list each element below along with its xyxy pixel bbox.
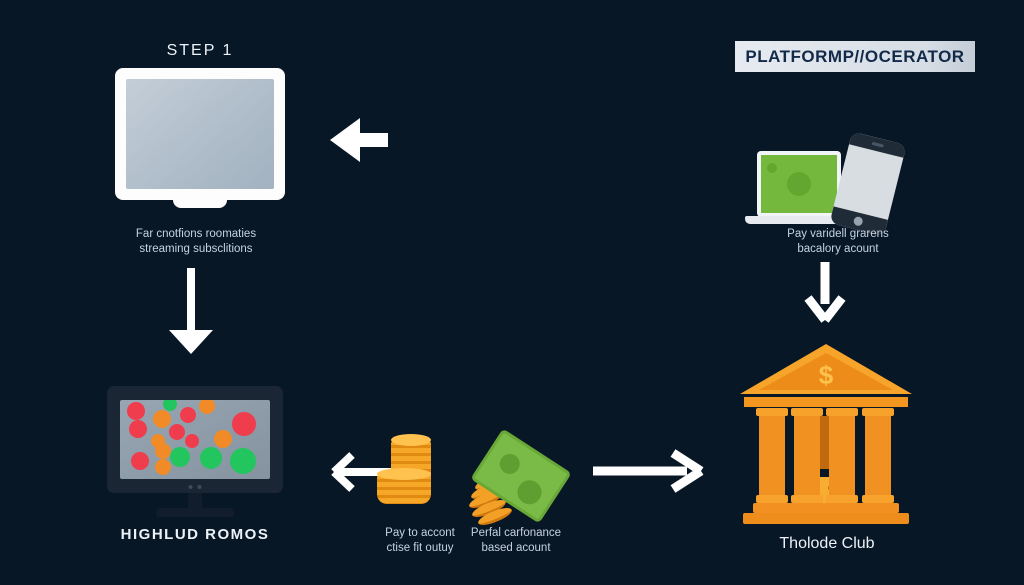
coin-stack-icon [377, 434, 439, 506]
bubble-dot [200, 447, 222, 469]
monitor-icon [115, 68, 285, 208]
bubble-dot [214, 430, 232, 448]
bubble-dot [155, 459, 171, 475]
platform-caption: Pay varidell grarens bacalory acount [756, 227, 920, 257]
smartphone-icon [829, 131, 907, 237]
cash-bundle-icon [458, 424, 573, 529]
bank-icon: $ [740, 344, 912, 524]
bank-label: Tholode Club [779, 535, 875, 552]
phone-speaker-slot [871, 141, 884, 148]
coins-caption-line2: ctise fit outuy [386, 542, 454, 555]
step1-label: STEP 1 [166, 42, 234, 59]
bubble-chart-monitor-icon [107, 386, 283, 493]
arrow-down-icon [169, 268, 213, 354]
bubble-screen [120, 400, 270, 479]
coins-caption-line1: Pay to accont [385, 527, 455, 539]
laptop-base [745, 216, 849, 224]
device-caption: Far cnotfions roomaties streaming subscl… [98, 227, 294, 257]
arrow-left-icon [330, 118, 388, 162]
laptop-money-icon [745, 131, 913, 237]
bubble-dot [153, 410, 171, 428]
coin-stack-front [377, 468, 431, 504]
bubble-dot [129, 420, 147, 438]
cash-caption-line1: Perfal carfonance [470, 527, 562, 539]
banknote-circle [495, 450, 524, 478]
bubble-dot [163, 400, 177, 411]
device-caption-line2: streaming subsclitions [139, 243, 253, 256]
bubble-dot [180, 407, 196, 423]
banknote-circle [512, 475, 547, 509]
bubble-dot [230, 448, 256, 474]
phone-home-button [852, 215, 864, 227]
bubble-dot [131, 452, 149, 470]
bank-dollar-sign: $ [819, 360, 834, 390]
bubble-dot [232, 412, 256, 436]
monitor-stand-neck [188, 493, 202, 510]
device-caption-line1: Far cnotfions roomaties [135, 228, 257, 240]
arrow-right-icon [593, 449, 704, 493]
monitor-screen [126, 79, 274, 189]
phone-earpiece-bar [849, 131, 907, 158]
cash-caption-line2: based acount [481, 542, 551, 555]
laptop-screen [757, 151, 841, 217]
platform-operator-label: PLATFORMP//OCERATOR [735, 41, 975, 72]
bubble-dot [127, 402, 145, 420]
monitor-bezel-dots [188, 485, 202, 489]
bubble-dot [199, 400, 215, 414]
cash-caption: Perfal carfonance based acount [448, 526, 584, 556]
bubble-dot [185, 434, 199, 448]
bubbles-monitor-label: HIGHLUD ROMOS [120, 526, 270, 543]
monitor-stand-base [156, 508, 234, 517]
arrow-down-right-icon [804, 262, 846, 323]
laptop-banknote [761, 155, 837, 213]
platform-caption-line1: Pay varidell grarens [787, 228, 889, 240]
coins-caption: Pay to accont ctise fit outuy [352, 526, 488, 556]
bubble-dot [155, 443, 171, 459]
monitor-stand [173, 198, 227, 208]
bubble-dot [170, 447, 190, 467]
bubble-dot [169, 424, 185, 440]
platform-caption-line2: bacalory acount [797, 243, 879, 256]
